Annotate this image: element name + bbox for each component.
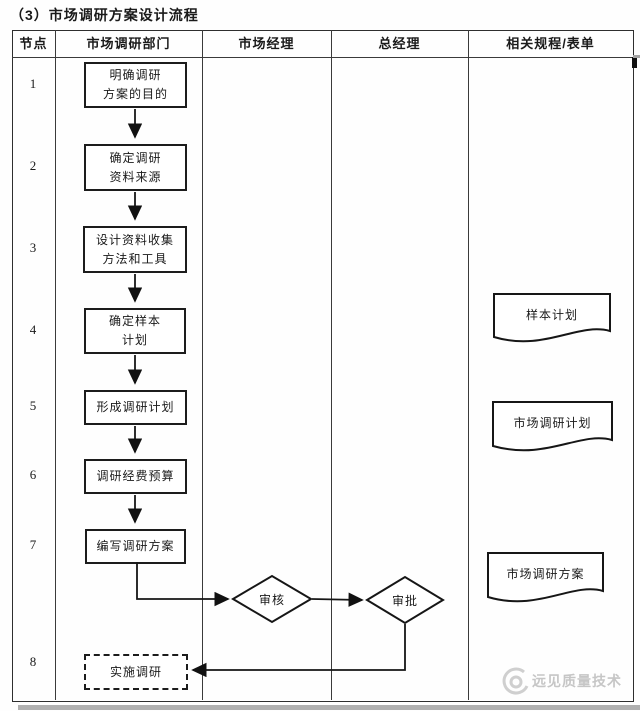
process-box-4-line2: 计划 <box>121 333 148 347</box>
column-line-1 <box>55 30 56 700</box>
process-box-2-line2: 资料来源 <box>109 169 162 184</box>
document-label-research-proposal: 市场调研方案 <box>506 567 585 581</box>
column-line-2 <box>202 30 203 700</box>
column-header-gm: 总经理 <box>378 36 421 51</box>
edge-tick-mark <box>632 57 637 68</box>
process-box-2-line1: 确定调研 <box>109 150 162 165</box>
node-number-1: 1 <box>29 76 37 91</box>
node-number-7: 7 <box>29 537 37 552</box>
document-label-research-plan: 市场调研计划 <box>513 416 592 430</box>
node-number-3: 3 <box>29 240 37 255</box>
process-box-1-line1: 明确调研 <box>109 68 162 82</box>
process-box-7-line1: 编写调研方案 <box>96 539 175 553</box>
decision-label-approve: 审批 <box>391 594 418 608</box>
column-header-forms: 相关规程/表单 <box>506 36 595 51</box>
node-number-2: 2 <box>29 158 37 173</box>
process-box-4-line1: 确定样本 <box>108 314 161 328</box>
header-separator-line <box>12 57 633 58</box>
process-box-3: 设计资料收集 方法和工具 <box>83 226 187 273</box>
process-box-3-line2: 方法和工具 <box>102 251 168 266</box>
process-box-6: 调研经费预算 <box>84 459 187 494</box>
process-box-3-line1: 设计资料收集 <box>95 232 174 247</box>
process-box-4: 确定样本 计划 <box>84 308 186 354</box>
watermark-text: 远见质量技术 <box>532 673 622 689</box>
table-frame <box>12 30 634 702</box>
header-line-artifact <box>633 55 640 58</box>
node-number-8: 8 <box>29 654 37 669</box>
bottom-shadow-bar <box>18 705 640 710</box>
process-box-5-line1: 形成调研计划 <box>96 400 175 414</box>
process-box-1-line2: 方案的目的 <box>102 87 168 101</box>
column-header-dept: 市场调研部门 <box>86 36 171 51</box>
process-box-1: 明确调研 方案的目的 <box>84 62 187 108</box>
decision-label-review: 审核 <box>258 593 285 607</box>
process-box-2: 确定调研 资料来源 <box>84 144 187 191</box>
column-line-3 <box>331 30 332 700</box>
page-title: （3）市场调研方案设计流程 <box>10 7 199 23</box>
process-box-8-line1: 实施调研 <box>109 664 162 679</box>
node-number-4: 4 <box>29 322 37 337</box>
document-label-sample-plan: 样本计划 <box>525 308 578 322</box>
process-box-8: 实施调研 <box>84 654 188 690</box>
process-box-7: 编写调研方案 <box>85 529 186 564</box>
process-box-6-line1: 调研经费预算 <box>96 469 175 483</box>
column-header-node: 节点 <box>19 36 48 51</box>
column-line-4 <box>468 30 469 700</box>
process-box-5: 形成调研计划 <box>84 390 187 425</box>
node-number-6: 6 <box>29 467 37 482</box>
node-number-5: 5 <box>29 398 37 413</box>
column-header-manager: 市场经理 <box>238 36 295 51</box>
